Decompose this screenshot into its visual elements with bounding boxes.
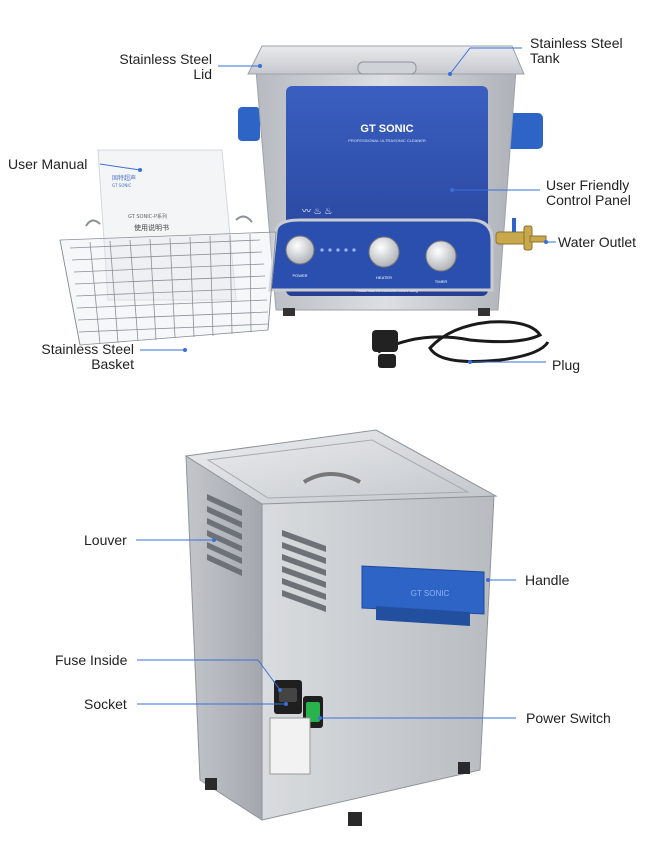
label-stainless-steel-lid: Stainless Steel Lid xyxy=(100,52,212,82)
user-manual: 固特超声 GT SONIC GT SONIC-P系列 使用说明书 xyxy=(97,149,237,301)
foot-right xyxy=(478,308,490,316)
label-socket: Socket xyxy=(84,696,127,712)
side-handle: GT SONIC xyxy=(361,565,485,626)
heater-knob xyxy=(368,236,400,268)
rear-foot-3 xyxy=(458,762,470,774)
timer-knob-label: TIMER xyxy=(435,279,448,284)
panel-brand: GT SONIC xyxy=(360,123,413,135)
label-user-manual: User Manual xyxy=(8,156,88,172)
leader-dots xyxy=(138,64,548,364)
label-stainless-steel-basket: Stainless Steel Basket xyxy=(20,342,134,372)
label-basket-line2: Basket xyxy=(91,356,134,372)
left-handle xyxy=(238,107,260,141)
label-power-switch: Power Switch xyxy=(526,710,611,726)
manual-series: GT SONIC-P系列 xyxy=(128,213,167,220)
label-handle: Handle xyxy=(525,572,570,588)
stainless-steel-basket xyxy=(59,215,277,346)
label-plug: Plug xyxy=(552,357,581,373)
foot-left xyxy=(283,308,295,316)
label-panel-line1: User Friendly xyxy=(546,177,630,193)
power-knob xyxy=(285,235,315,265)
product-front-view: GT SONIC PROFESSIONAL ULTRASONIC CLEANER… xyxy=(0,0,650,400)
power-knob-label: POWER xyxy=(292,273,307,278)
bottom-leader-lines xyxy=(136,539,516,719)
panel-subtitle: PROFESSIONAL ULTRASONIC CLEANER xyxy=(348,138,426,143)
heater-knob-label: HEATER xyxy=(376,275,392,280)
rear-foot-2 xyxy=(348,812,362,826)
rating-label xyxy=(269,717,311,775)
label-louver: Louver xyxy=(84,532,127,548)
power-switch xyxy=(306,702,320,722)
label-lid-line1: Stainless Steel xyxy=(119,51,212,67)
label-stainless-steel-tank: Stainless Steel Tank xyxy=(530,36,623,66)
label-tank-line2: Tank xyxy=(530,50,560,66)
handle-brand: GT SONIC xyxy=(411,589,450,598)
louver-vents xyxy=(207,494,326,612)
manual-brand-en: GT SONIC xyxy=(112,183,132,188)
label-panel-line2: Control Panel xyxy=(546,192,631,208)
rear-view-illustration: GT SONIC xyxy=(136,429,516,826)
power-plug xyxy=(372,320,550,368)
wave-icon: 〰 ♨ ♨ xyxy=(302,206,332,216)
indicator-leds xyxy=(320,248,356,252)
water-outlet-valve xyxy=(495,218,547,251)
label-lid-line2: Lid xyxy=(193,66,212,82)
lid-recess xyxy=(206,439,470,499)
timer-knob xyxy=(425,240,457,272)
manual-title: 使用说明书 xyxy=(134,223,169,232)
lid-handle xyxy=(357,61,417,75)
front-view-illustration: GT SONIC PROFESSIONAL ULTRASONIC CLEANER… xyxy=(59,45,556,368)
product-rear-view: GT SONIC Louver Handle Fuse Inside Socke… xyxy=(0,400,650,856)
label-fuse-inside: Fuse Inside xyxy=(55,652,128,668)
label-control-panel: User Friendly Control Panel xyxy=(546,178,631,208)
fuse-holder xyxy=(279,688,297,702)
label-tank-line1: Stainless Steel xyxy=(530,35,623,51)
panel-footer: Please read the instruction before using xyxy=(356,289,418,293)
rear-panel xyxy=(185,455,263,821)
rear-view-lid xyxy=(184,429,498,505)
manual-brand-cn: 固特超声 xyxy=(112,174,136,182)
bottom-leader-dots xyxy=(212,538,490,720)
rear-foot-1 xyxy=(205,778,217,790)
label-water-outlet: Water Outlet xyxy=(558,234,637,250)
leader-lines xyxy=(99,47,556,363)
rear-lid-handle xyxy=(302,472,361,484)
label-basket-line1: Stainless Steel xyxy=(41,341,134,357)
